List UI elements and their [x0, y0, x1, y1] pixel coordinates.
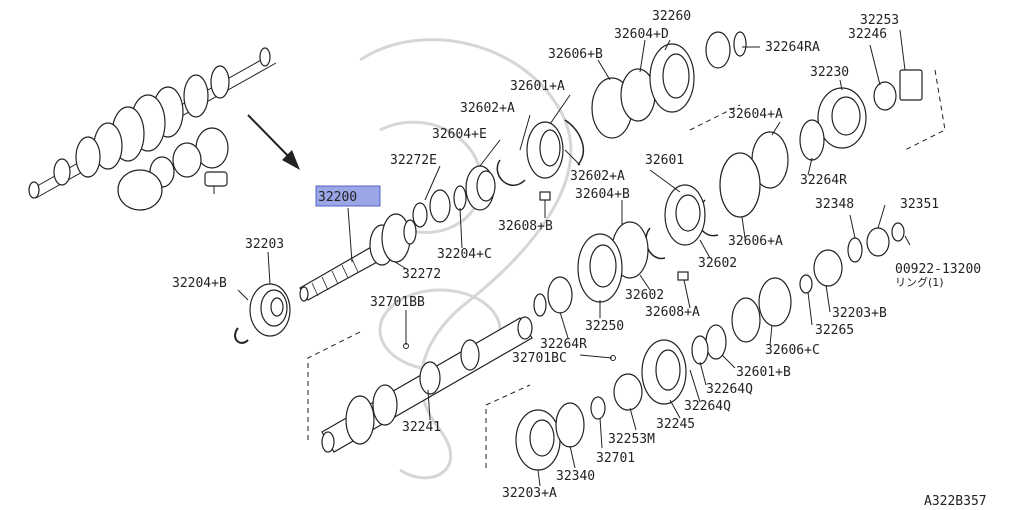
bearing-32203 [249, 283, 291, 337]
label-32601[interactable]: 32601 [645, 153, 684, 168]
label-32608-a[interactable]: 32608+A [645, 305, 700, 320]
label-32253m[interactable]: 32253M [608, 432, 655, 447]
label-32351[interactable]: 32351 [900, 197, 939, 212]
label-32604-e[interactable]: 32604+E [432, 127, 487, 142]
label-32602-a[interactable]: 32602 [698, 256, 737, 271]
label-32608-b[interactable]: 32608+B [498, 219, 553, 234]
label-32203[interactable]: 32203 [245, 237, 284, 252]
label-ring-qty: リング(1) [895, 275, 944, 289]
label-32253[interactable]: 32253 [860, 13, 899, 28]
label-32348[interactable]: 32348 [815, 197, 854, 212]
needle-bearing-group [412, 165, 496, 228]
label-32272e[interactable]: 32272E [390, 153, 437, 168]
label-32606-a[interactable]: 32606+A [728, 234, 783, 249]
label-32264ra[interactable]: 32264RA [765, 40, 820, 55]
assembled-shaft-illustration [28, 47, 277, 211]
label-32200[interactable]: 32200 [318, 190, 357, 205]
label-32203-a[interactable]: 32203+A [502, 486, 557, 501]
label-32602-a-top[interactable]: 32602+A [460, 101, 515, 116]
part-labels: 32260 32604+D 32253 32606+B 32264RA 3224… [172, 9, 981, 501]
leader-lines [237, 29, 911, 487]
label-32601-a[interactable]: 32601+A [510, 79, 565, 94]
synchro-group-right [664, 69, 923, 281]
label-32701bc[interactable]: 32701BC [512, 351, 567, 366]
label-32601-b[interactable]: 32601+B [736, 365, 791, 380]
label-32265[interactable]: 32265 [815, 323, 854, 338]
label-32604-a[interactable]: 32604+A [728, 107, 783, 122]
counter-gear-group [515, 339, 687, 471]
direction-arrow [247, 114, 300, 170]
label-00922-13200[interactable]: 00922-13200 [895, 262, 981, 277]
label-32604-b[interactable]: 32604+B [575, 187, 630, 202]
label-32264r-bottom[interactable]: 32264R [540, 337, 587, 352]
label-32230[interactable]: 32230 [810, 65, 849, 80]
label-32701[interactable]: 32701 [596, 451, 635, 466]
label-32264q-b[interactable]: 32264Q [684, 399, 731, 414]
label-32260[interactable]: 32260 [652, 9, 691, 24]
snap-ring-32204b [234, 327, 249, 344]
synchro-group-middle [533, 221, 666, 317]
synchro-group-upper [496, 31, 747, 201]
label-32606-c[interactable]: 32606+C [765, 343, 820, 358]
label-32264q-a[interactable]: 32264Q [706, 382, 753, 397]
main-shaft-32200 [299, 213, 417, 302]
counter-shaft-32241 [321, 316, 533, 453]
synchro-group-right-lower [691, 222, 905, 365]
dashed-frames [307, 69, 946, 468]
diagram-code: A322B357 [924, 494, 987, 509]
label-32245[interactable]: 32245 [656, 417, 695, 432]
label-32701bb[interactable]: 32701BB [370, 295, 425, 310]
label-32602-b[interactable]: 32602 [625, 288, 664, 303]
label-32246[interactable]: 32246 [848, 27, 887, 42]
label-32203-b[interactable]: 32203+B [832, 306, 887, 321]
label-32241[interactable]: 32241 [402, 420, 441, 435]
label-32204-c[interactable]: 32204+C [437, 247, 492, 262]
label-32272[interactable]: 32272 [402, 267, 441, 282]
label-32250[interactable]: 32250 [585, 319, 624, 334]
highlight-32200 [315, 185, 381, 207]
label-32606-b[interactable]: 32606+B [548, 47, 603, 62]
label-32204-b[interactable]: 32204+B [172, 276, 227, 291]
label-32264r-top[interactable]: 32264R [800, 173, 847, 188]
label-32602-a-mid[interactable]: 32602+A [570, 169, 625, 184]
label-32340[interactable]: 32340 [556, 469, 595, 484]
label-32604-d[interactable]: 32604+D [614, 27, 669, 42]
